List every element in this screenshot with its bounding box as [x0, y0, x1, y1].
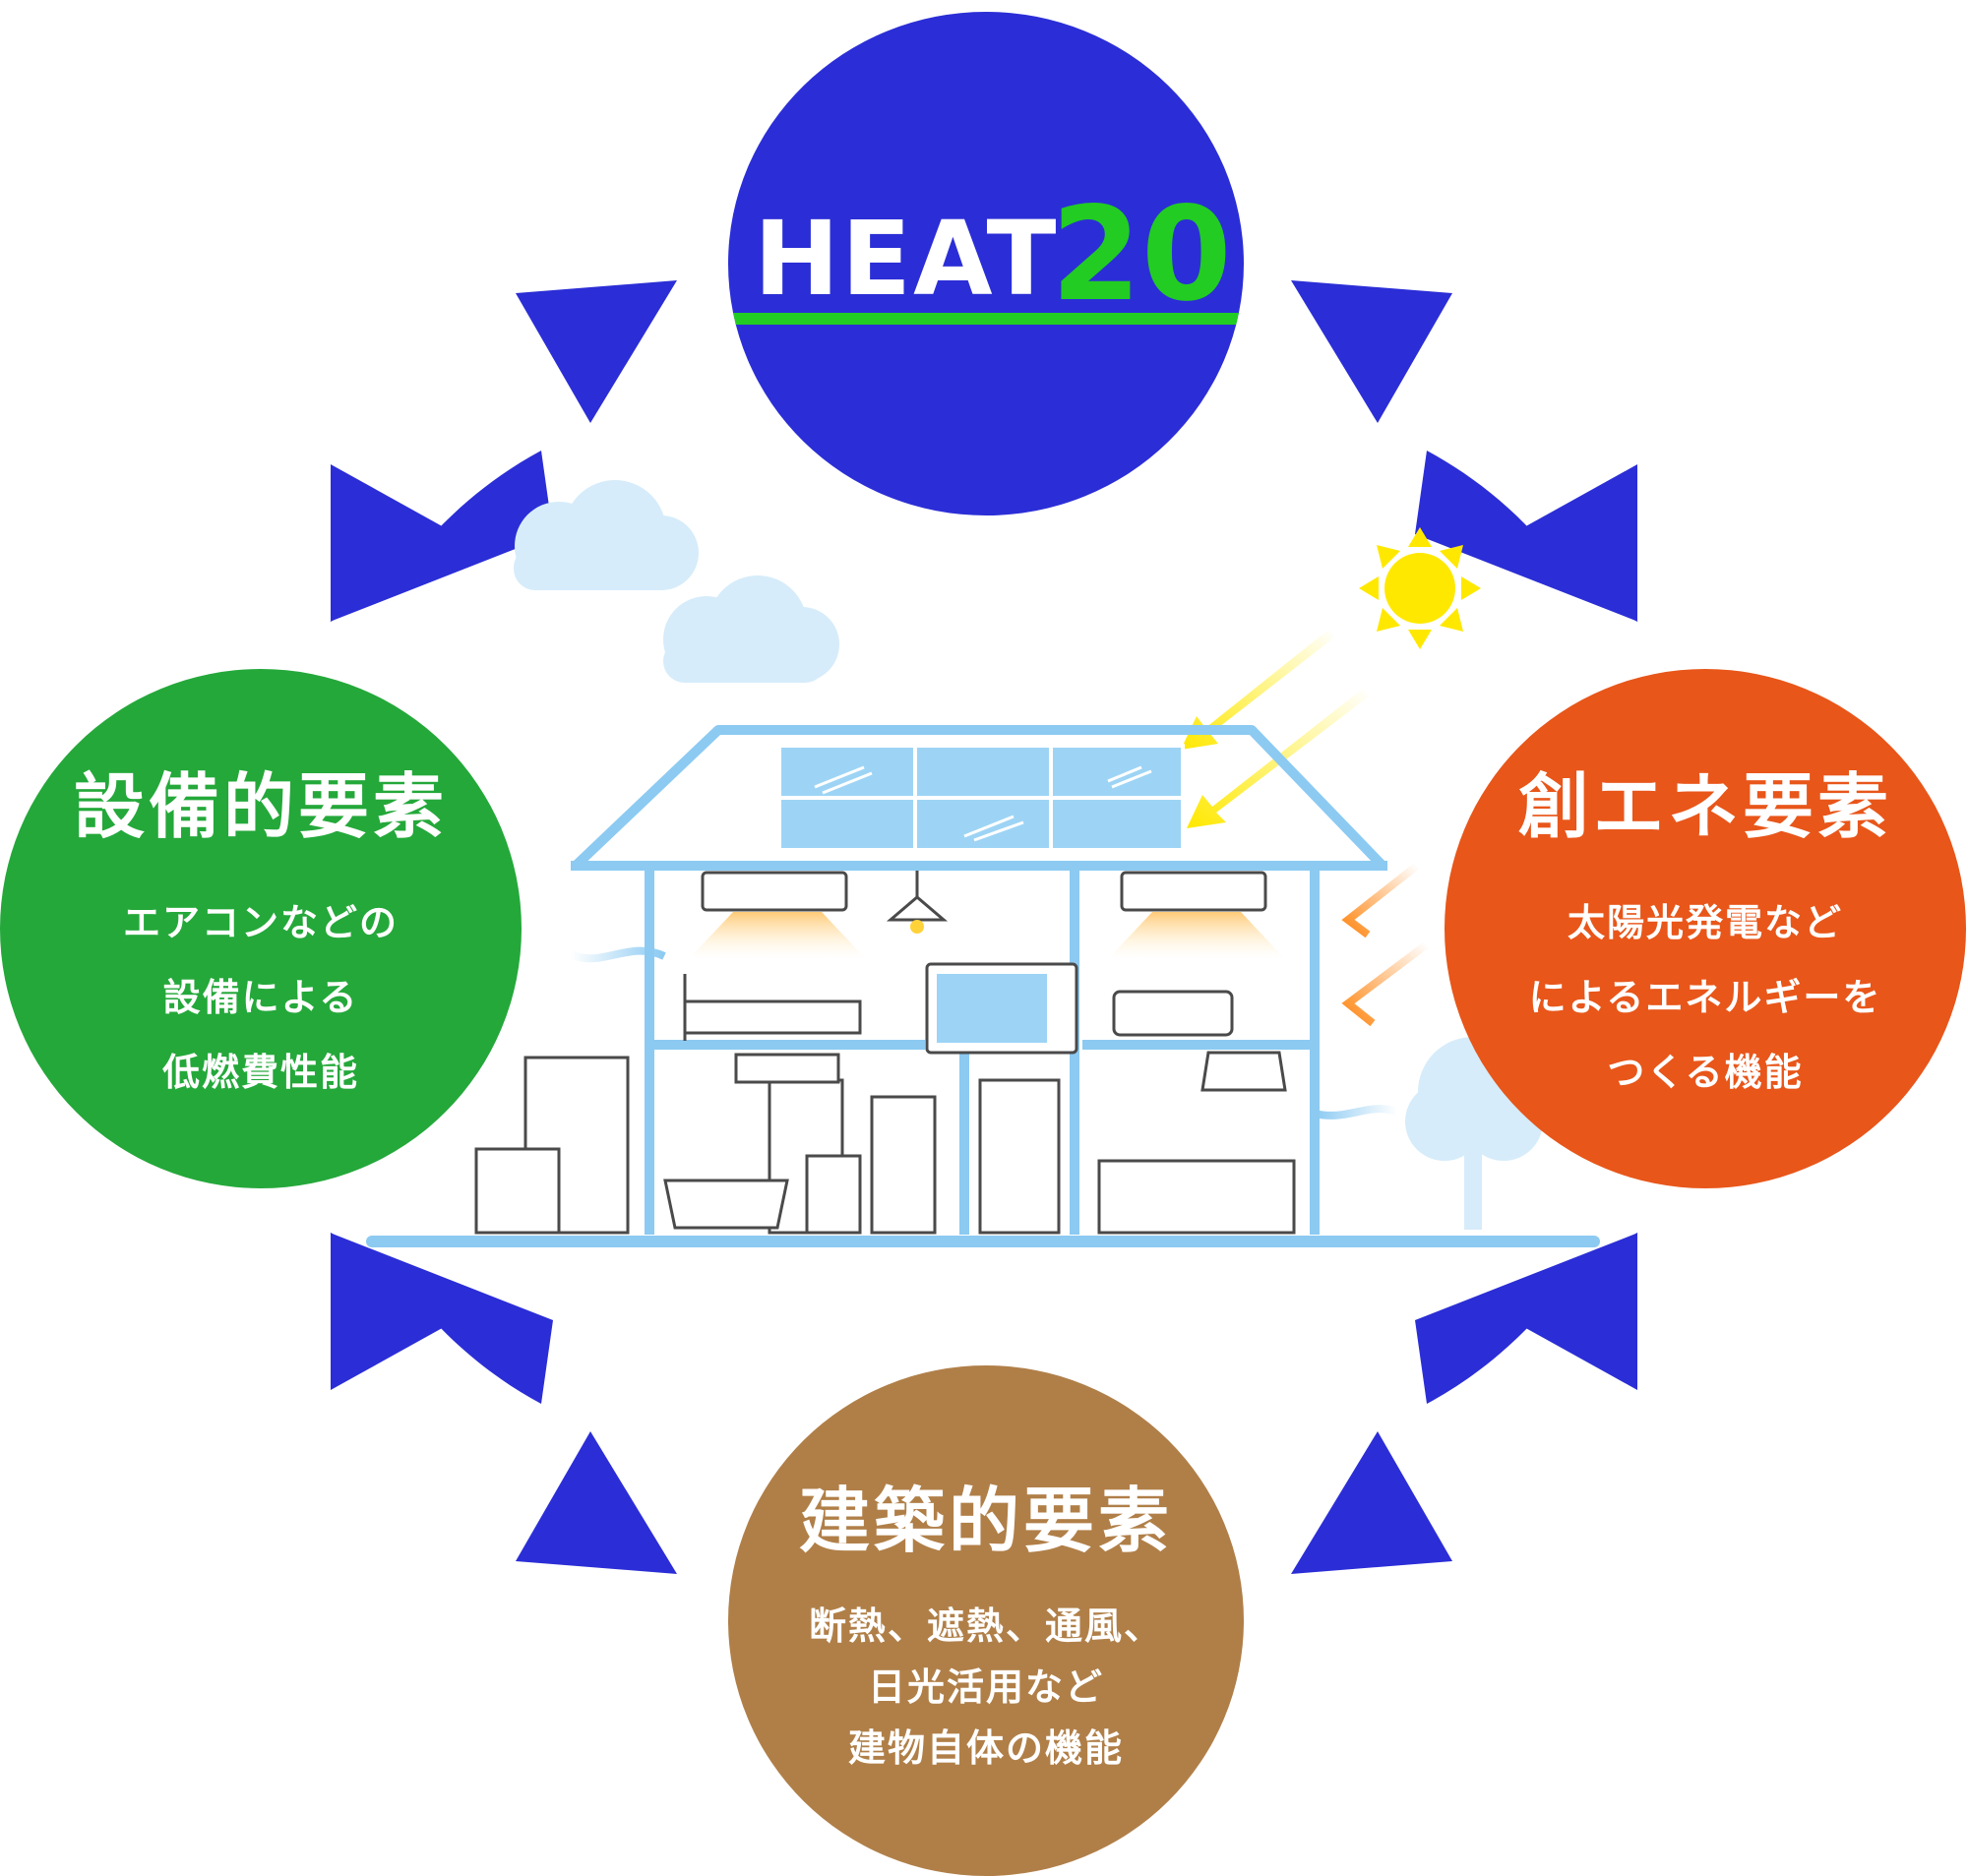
- cloud-icon: [663, 575, 839, 683]
- energy-line-1: 太陽光発電など: [1567, 900, 1843, 944]
- heat20-logo: HEAT 20: [728, 179, 1244, 336]
- equipment-line-2: 設備による: [162, 975, 359, 1019]
- house-illustration: [366, 725, 1600, 1247]
- equipment-title: 設備的要素: [73, 764, 448, 848]
- energy-line-3: つくる機能: [1607, 1050, 1804, 1094]
- equipment-element-circle: 設備的要素 エアコンなどの 設備による 低燃費性能: [0, 669, 522, 1188]
- double-arrow-icon: [330, 1233, 677, 1574]
- sun-icon: [1359, 527, 1481, 649]
- energy-line-2: によるエネルギーを: [1528, 975, 1882, 1019]
- equipment-line-3: 低燃費性能: [161, 1050, 359, 1094]
- architectural-line-1: 断熱、遮熱、通風、: [808, 1604, 1163, 1648]
- architectural-line-2: 日光活用など: [867, 1665, 1104, 1709]
- architectural-element-circle: 建築的要素 断熱、遮熱、通風、 日光活用など 建物自体の機能: [728, 1365, 1244, 1876]
- heat20-circle: HEAT 20: [728, 12, 1244, 515]
- logo-underline: [728, 313, 1244, 325]
- energy-creation-circle: 創エネ要素 太陽光発電など によるエネルギーを つくる機能: [1445, 669, 1966, 1188]
- double-arrow-icon: [1291, 1233, 1638, 1574]
- logo-number: 20: [1051, 179, 1232, 331]
- equipment-line-1: エアコンなどの: [122, 900, 399, 944]
- architectural-line-3: 建物自体の機能: [847, 1726, 1124, 1770]
- cloud-icon: [514, 480, 699, 590]
- logo-word: HEAT: [754, 199, 1059, 319]
- heat-ray: [1341, 862, 1430, 1027]
- double-arrow-icon: [330, 280, 677, 622]
- double-arrow-icon: [1291, 280, 1638, 622]
- architectural-title: 建築的要素: [798, 1480, 1173, 1562]
- energy-title: 創エネ要素: [1517, 764, 1892, 848]
